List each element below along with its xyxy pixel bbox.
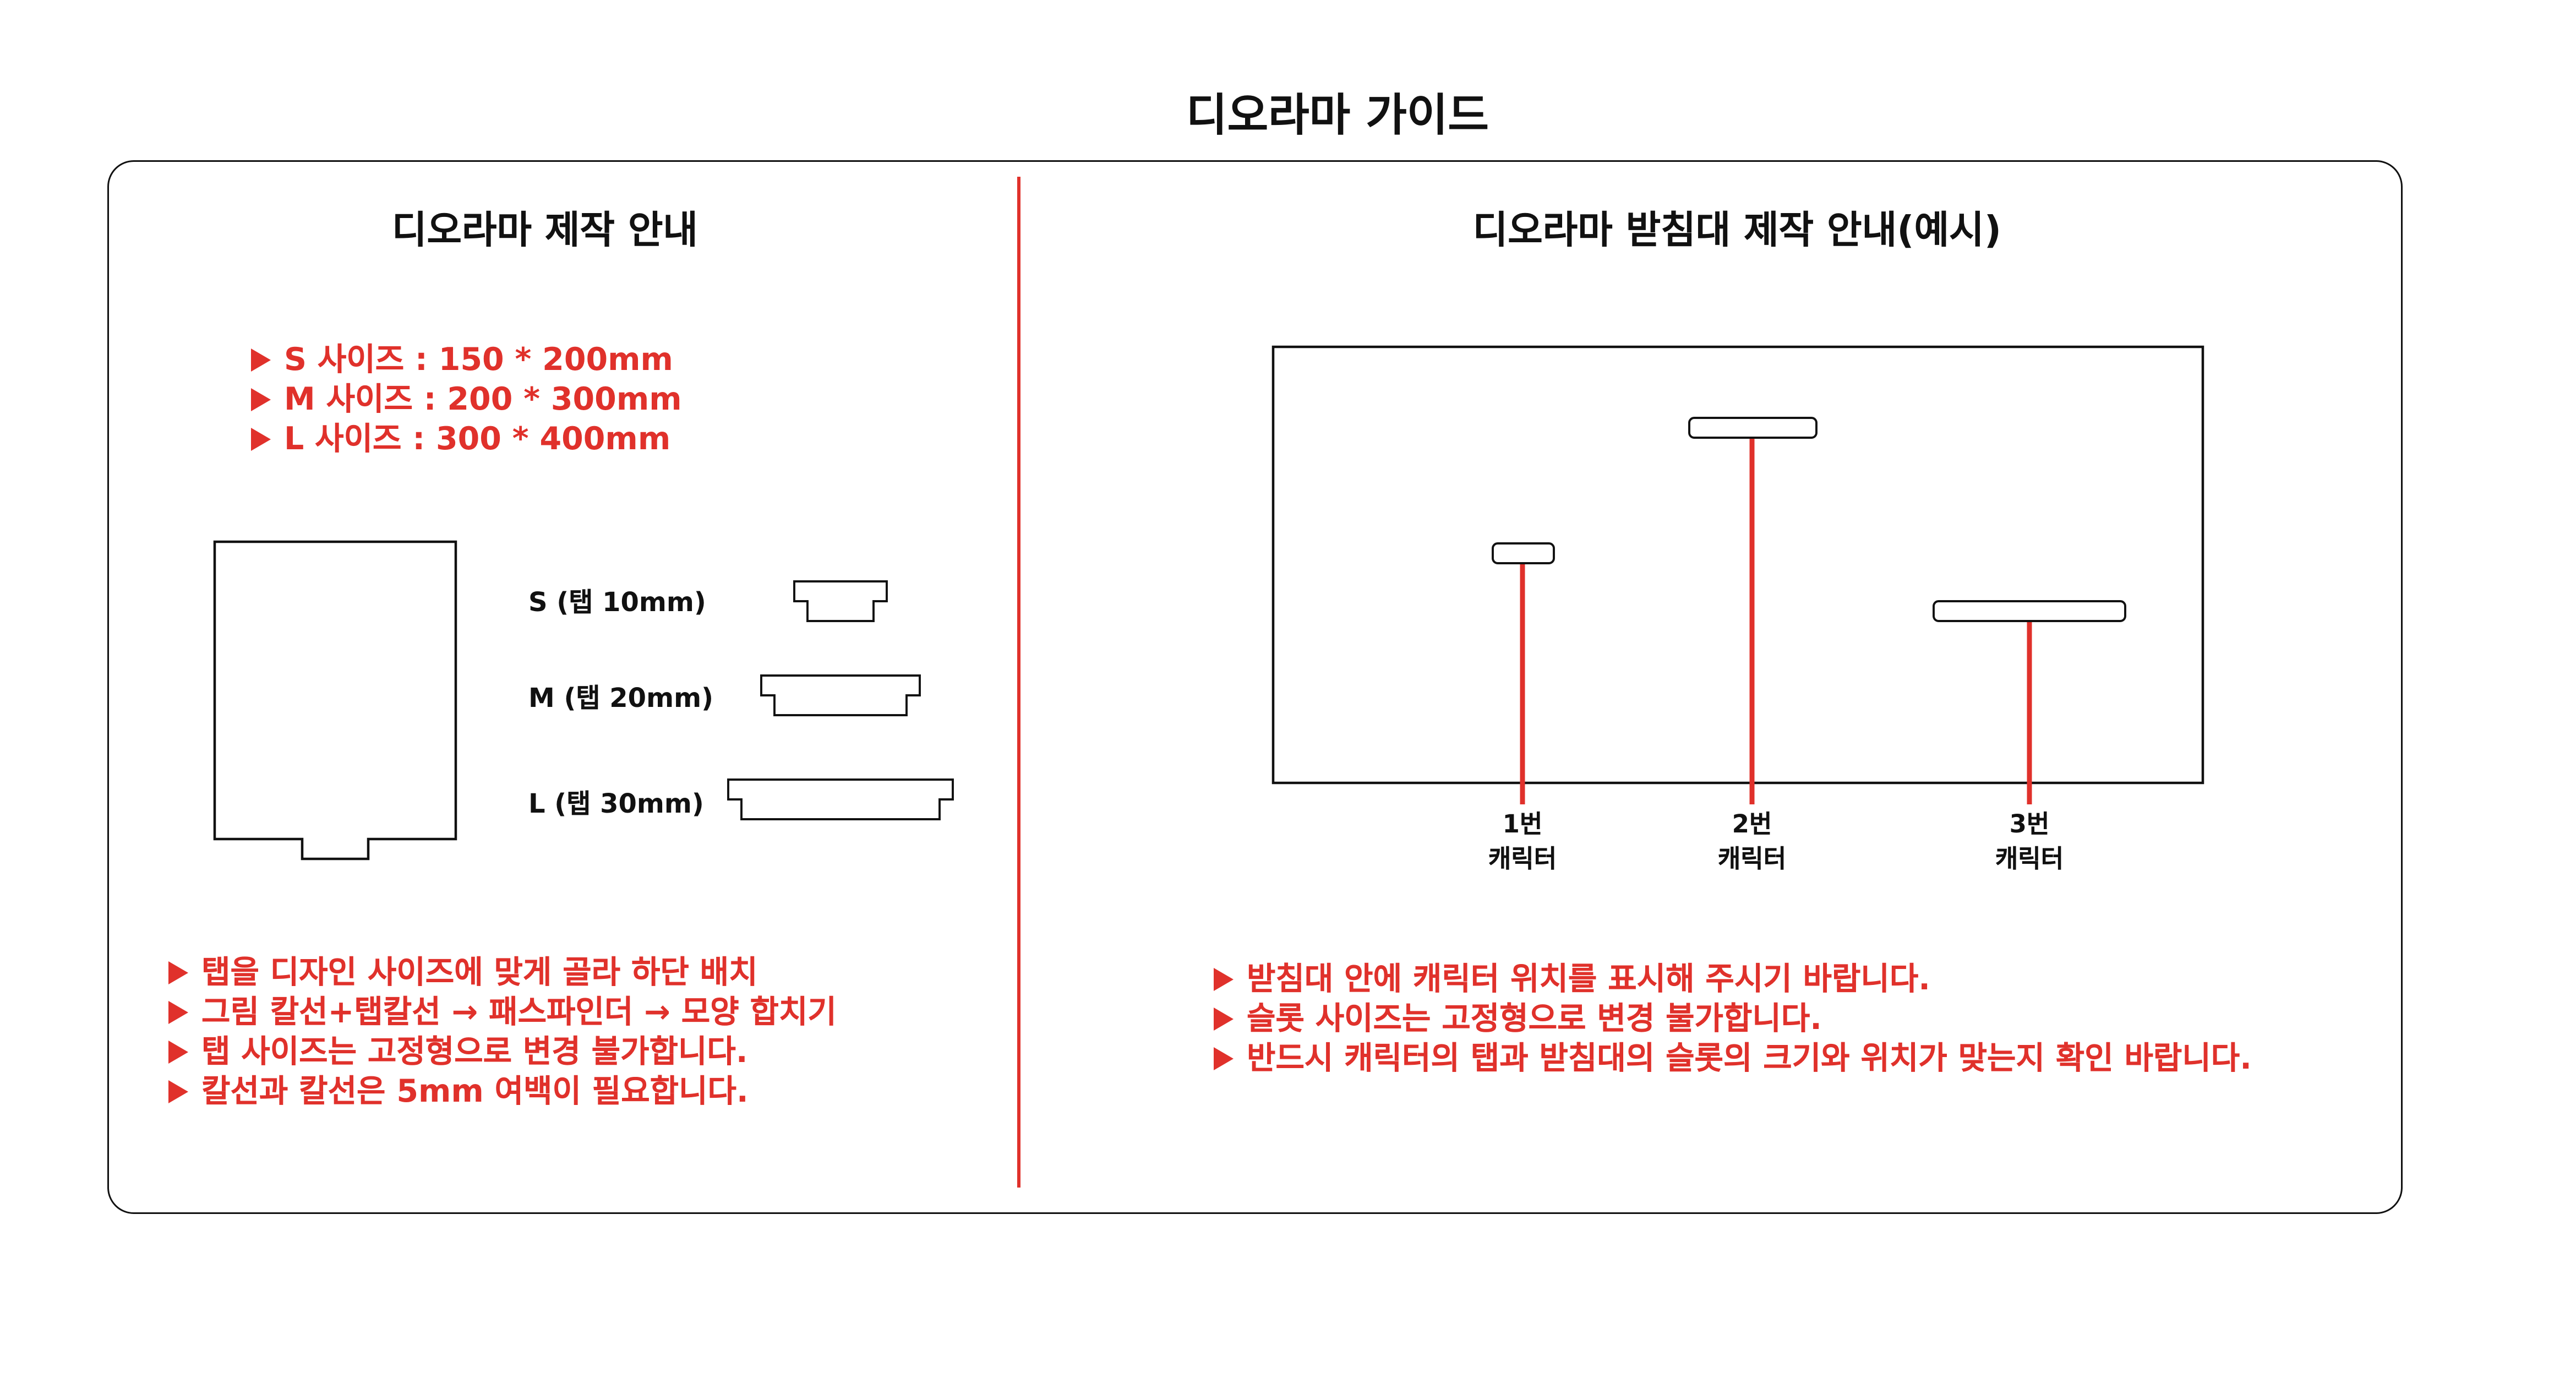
section-divider: [1017, 177, 1020, 1188]
size-item: S 사이즈 : 150 * 200mm: [251, 340, 682, 380]
triangle-bullet-icon: [168, 1080, 188, 1103]
tab-label-s: S (탭 10mm): [528, 586, 706, 618]
triangle-bullet-icon: [1214, 968, 1234, 991]
guide-frame: [107, 160, 2403, 1214]
left-notes: 탭을 디자인 사이즈에 맞게 골라 하단 배치 그림 칼선+탭칼선 → 패스파인…: [168, 953, 837, 1112]
note-item: 탭 사이즈는 고정형으로 변경 불가합니다.: [168, 1032, 837, 1072]
note-item: 탭을 디자인 사이즈에 맞게 골라 하단 배치: [168, 953, 837, 993]
size-item: M 사이즈 : 200 * 300mm: [251, 380, 682, 420]
tab-shape-s: [793, 580, 888, 622]
right-notes: 받침대 안에 캐릭터 위치를 표시해 주시기 바랍니다. 슬롯 사이즈는 고정형…: [1214, 960, 2252, 1079]
size-item: L 사이즈 : 300 * 400mm: [251, 420, 682, 459]
right-heading: 디오라마 받침대 제작 안내(예시): [1472, 210, 2002, 253]
note-item: 받침대 안에 캐릭터 위치를 표시해 주시기 바랍니다.: [1214, 960, 2252, 999]
tab-label-m: M (탭 20mm): [528, 682, 714, 714]
triangle-bullet-icon: [251, 388, 271, 411]
character-1-slot: [1492, 542, 1555, 564]
character-2-slot: [1688, 417, 1818, 439]
triangle-bullet-icon: [168, 961, 188, 984]
triangle-bullet-icon: [168, 1041, 188, 1064]
tab-shape-l: [727, 778, 954, 820]
character-1-label: 1번 캐릭터: [1488, 809, 1557, 874]
stand-base-outline: [1271, 345, 2204, 785]
note-item: 반드시 캐릭터의 탭과 받침대의 슬롯의 크기와 위치가 맞는지 확인 바랍니다…: [1214, 1039, 2252, 1079]
character-3-slot: [1933, 600, 2126, 622]
note-item: 칼선과 칼선은 5mm 여백이 필요합니다.: [168, 1072, 837, 1112]
triangle-bullet-icon: [1214, 1008, 1234, 1031]
triangle-bullet-icon: [251, 349, 271, 372]
triangle-bullet-icon: [251, 428, 271, 451]
artwork-outline-with-tab: [213, 540, 457, 861]
note-item: 그림 칼선+탭칼선 → 패스파인더 → 모양 합치기: [168, 993, 837, 1032]
tab-label-l: L (탭 30mm): [528, 788, 704, 819]
left-heading: 디오라마 제작 안내: [392, 210, 698, 253]
page-title: 디오라마 가이드: [1186, 91, 1489, 142]
size-list: S 사이즈 : 150 * 200mm M 사이즈 : 200 * 300mm …: [251, 340, 682, 459]
note-item: 슬롯 사이즈는 고정형으로 변경 불가합니다.: [1214, 999, 2252, 1039]
tab-shape-m: [760, 674, 921, 716]
character-2-label: 2번 캐릭터: [1717, 809, 1787, 874]
triangle-bullet-icon: [168, 1001, 188, 1024]
triangle-bullet-icon: [1214, 1047, 1234, 1070]
character-3-label: 3번 캐릭터: [1995, 809, 2064, 874]
